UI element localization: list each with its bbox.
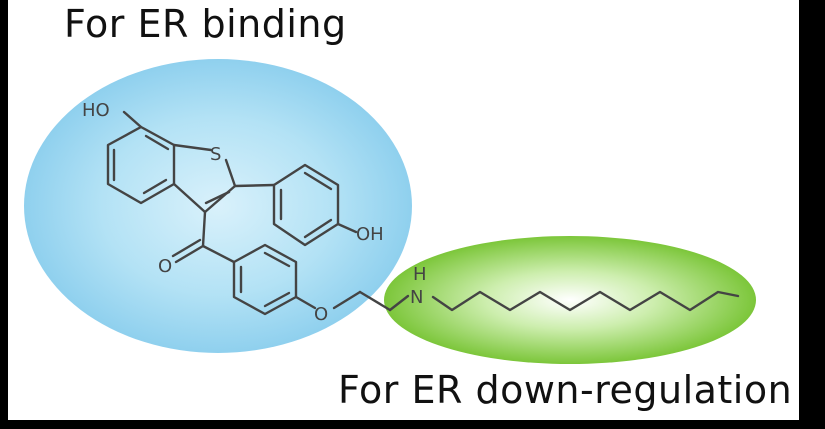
- caption-er-downregulation: For ER down-regulation: [338, 368, 793, 412]
- atom-sulfur: S: [210, 144, 221, 165]
- atom-ketone-o: O: [158, 256, 172, 277]
- bond-lines: [106, 110, 740, 316]
- atom-ho-top: HO: [82, 100, 110, 121]
- atom-amine-h: H: [413, 264, 427, 285]
- atom-labels: HO S OH O O H N: [82, 100, 427, 325]
- er-binding-region: [24, 59, 412, 353]
- alkyl-chain: [431, 290, 740, 312]
- atom-oh-right: OH: [356, 224, 384, 245]
- er-downregulation-region: [384, 236, 756, 364]
- atom-amine-n: N: [410, 287, 423, 308]
- atom-ether-o: O: [314, 304, 328, 325]
- caption-er-binding: For ER binding: [64, 2, 347, 46]
